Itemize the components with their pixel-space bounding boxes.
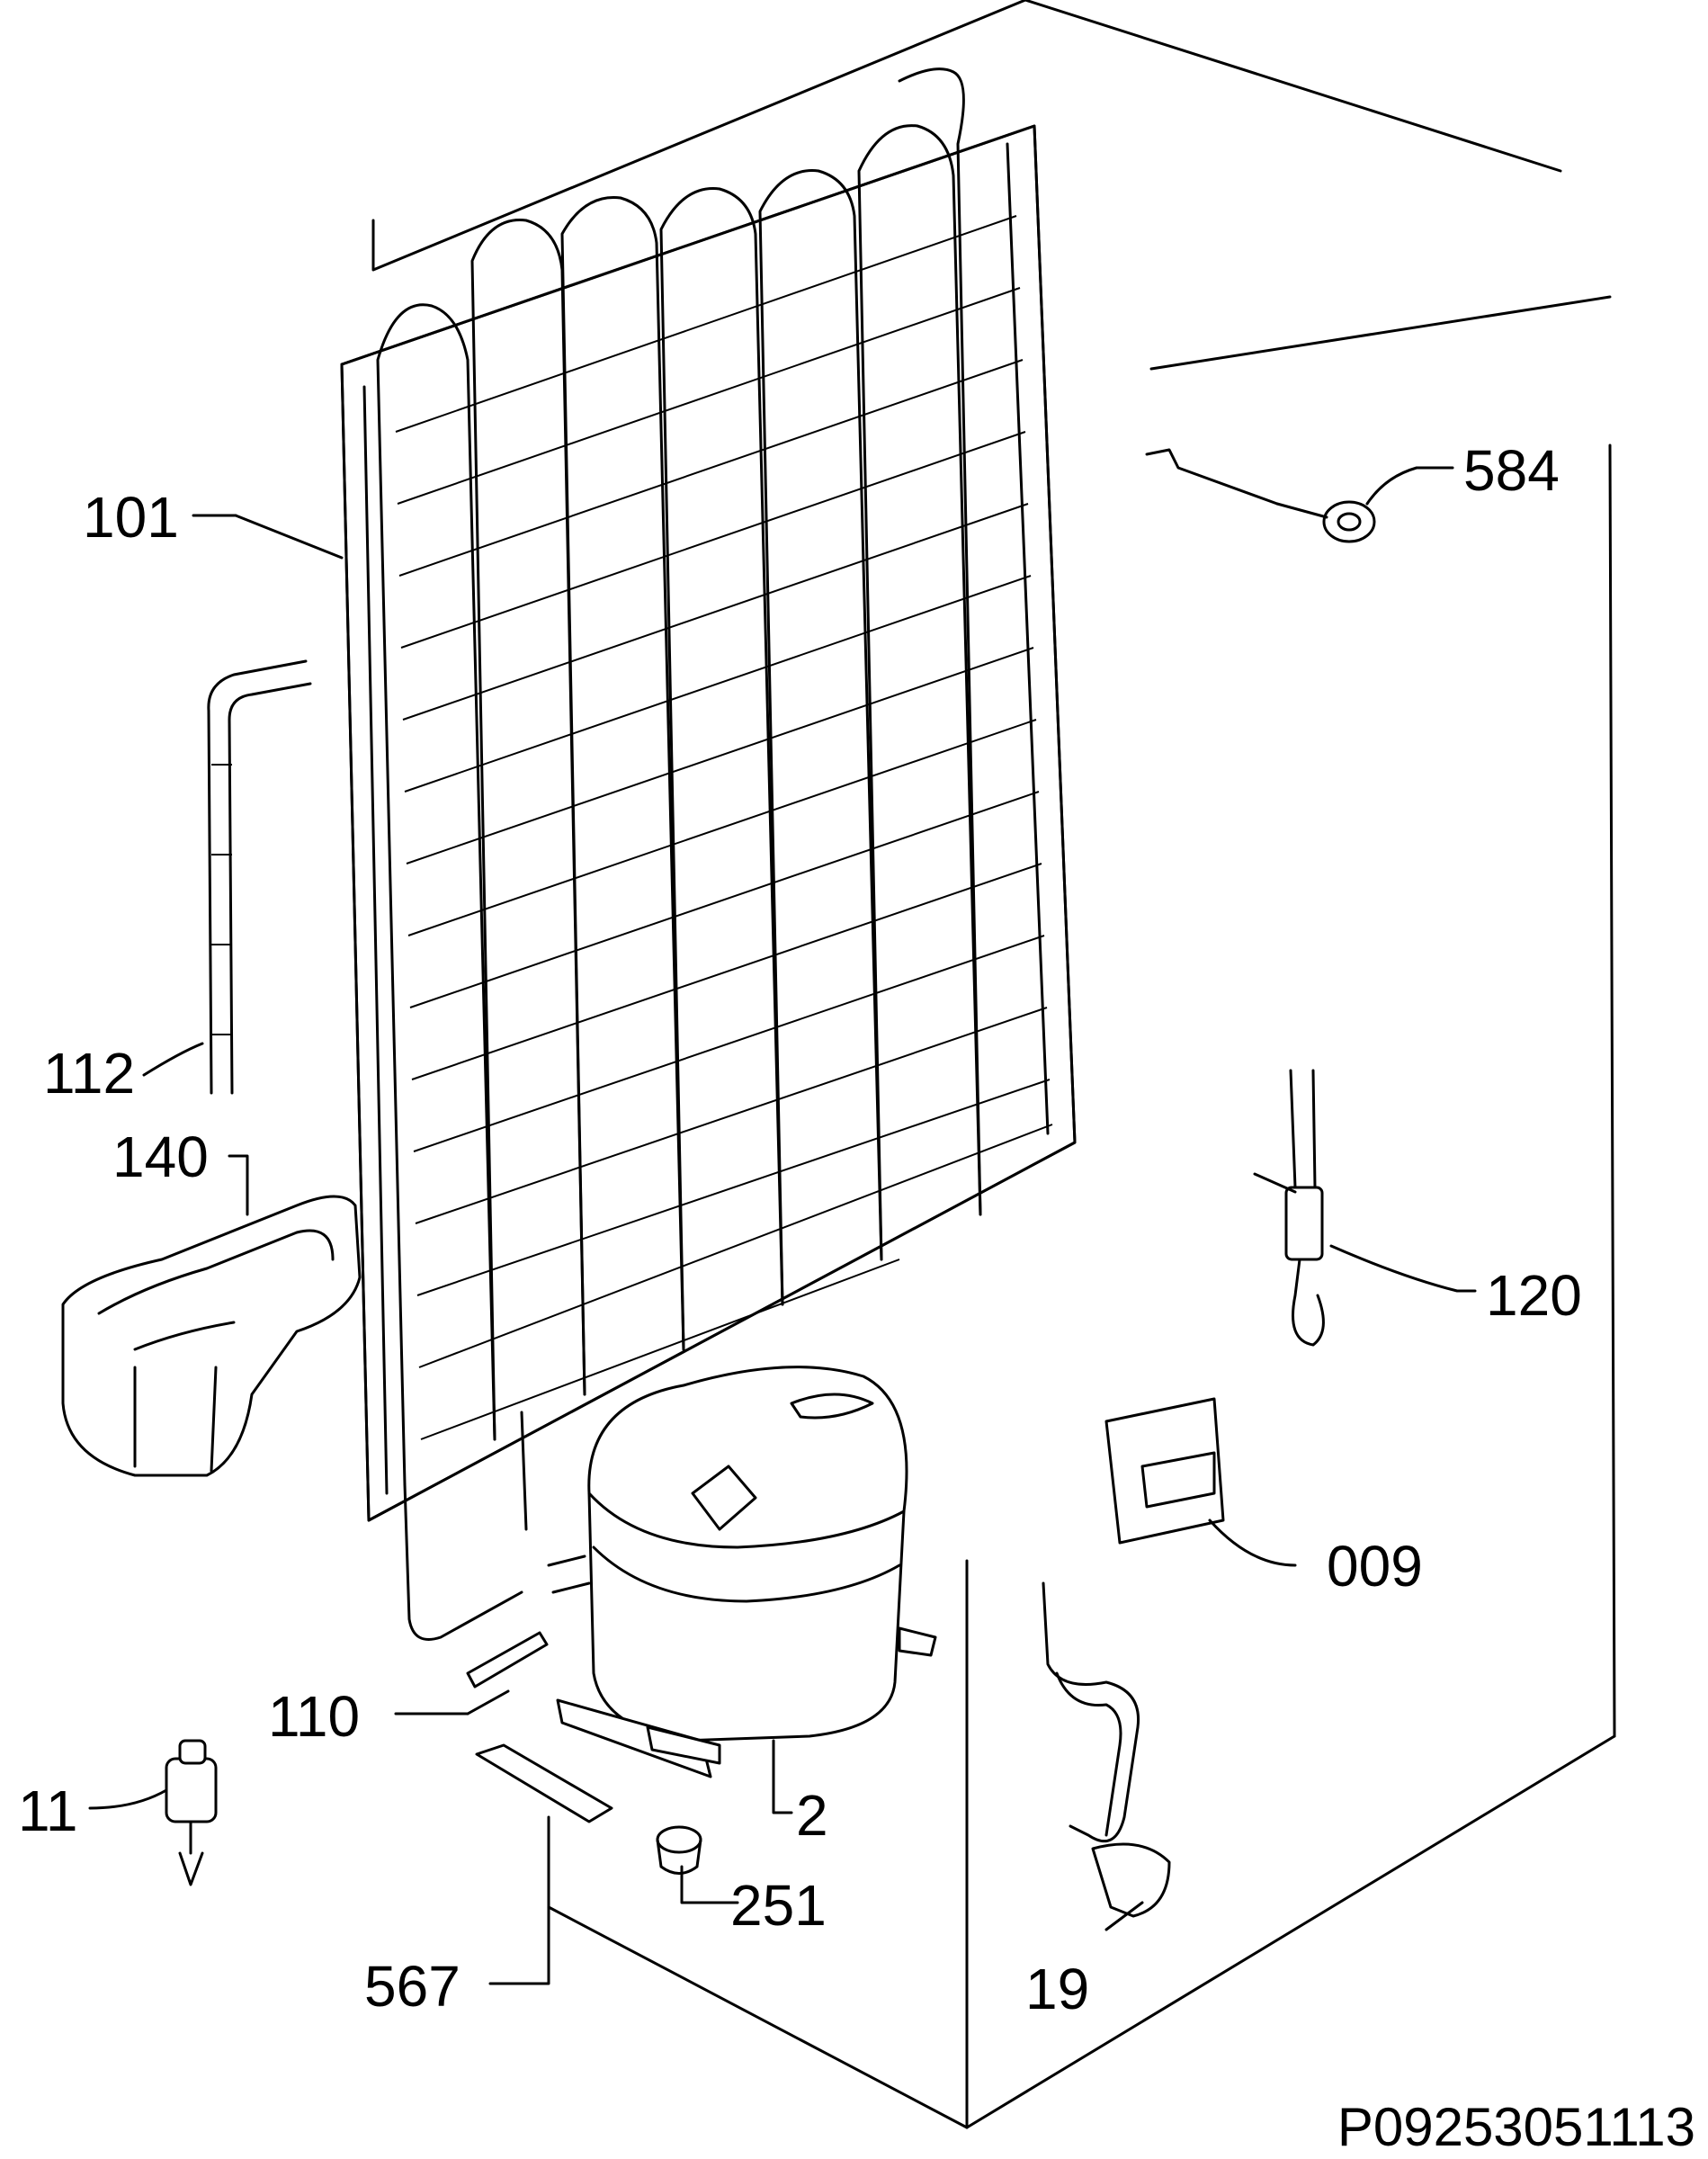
diagram-code: P09253051113: [1337, 2097, 1695, 2157]
label-251: 251: [730, 1873, 827, 1938]
mounting-bracket: [475, 1743, 613, 1823]
compressor: [547, 1366, 937, 1778]
condenser-tubes: [376, 67, 982, 1486]
capillary-clip: [1145, 448, 1376, 543]
drain-hose: [207, 659, 312, 1095]
cabinet-outline: [371, 0, 1616, 2129]
power-cord: [1042, 1581, 1171, 1918]
relay-starter: [165, 1739, 218, 1886]
label-101: 101: [83, 485, 179, 550]
condenser-fins: [395, 215, 1053, 1440]
condenser: [340, 67, 1077, 1641]
label-140: 140: [112, 1124, 209, 1189]
terminal-cover: [1104, 1397, 1225, 1545]
filter-drier: [466, 1631, 549, 1689]
leader-lines: [88, 466, 1477, 1985]
thermostat-sensor: [1253, 1069, 1325, 1347]
label-2: 2: [796, 1783, 828, 1848]
label-19: 19: [1025, 1957, 1089, 2021]
part-labels: 101 112 140 110 11 567 251 2 19 009 120 …: [18, 438, 1582, 2021]
label-120: 120: [1486, 1263, 1582, 1328]
label-567: 567: [364, 1954, 461, 2019]
label-112: 112: [43, 1041, 135, 1106]
label-11: 11: [18, 1778, 77, 1843]
label-584: 584: [1463, 438, 1560, 503]
rubber-grommet: [656, 1825, 702, 1875]
drip-tray: [61, 1195, 362, 1477]
label-110: 110: [268, 1684, 360, 1749]
label-009: 009: [1327, 1534, 1423, 1599]
